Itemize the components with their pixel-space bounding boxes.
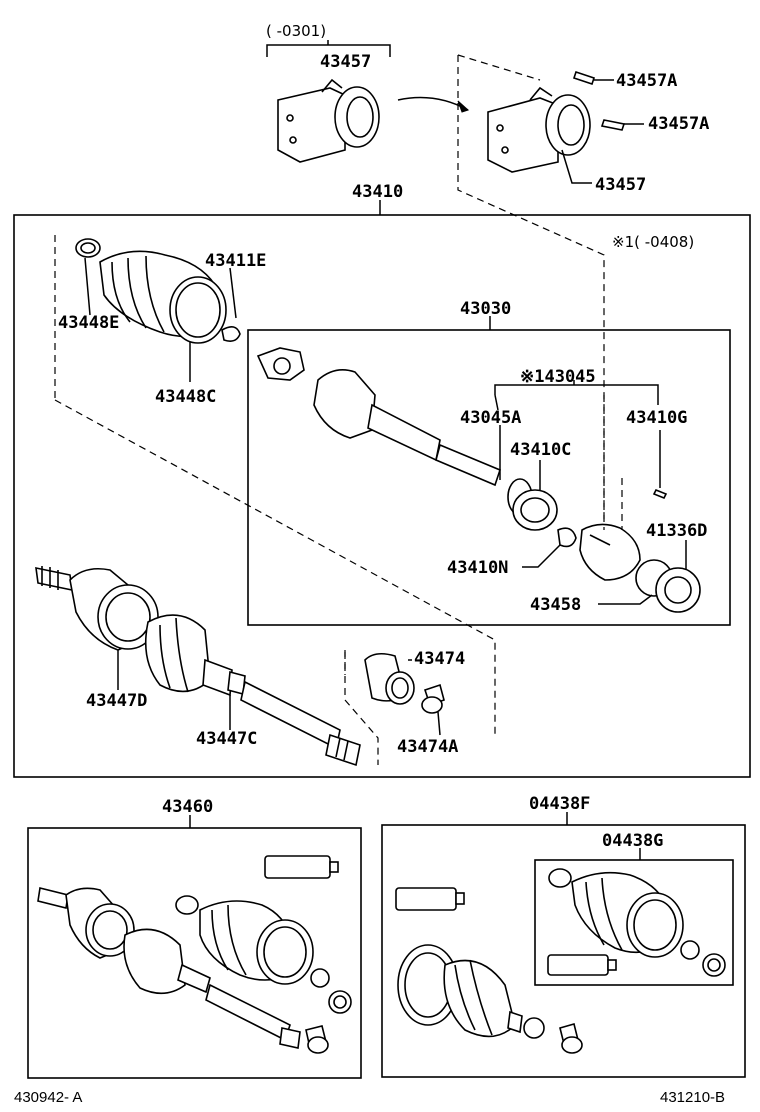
label-43457-date: ( -0301) <box>266 22 326 40</box>
frame-43460 <box>27 827 362 1079</box>
label-43410: 43410 <box>352 182 403 202</box>
drive-shaft-43410 <box>35 566 361 767</box>
label-43458: 43458 <box>530 595 581 615</box>
label-43411E: 43411E <box>205 251 266 271</box>
label-43448C: 43448C <box>155 387 216 407</box>
frame-43030 <box>247 329 731 626</box>
boot-kit-04438G <box>547 868 726 977</box>
label-43474A: 43474A <box>397 737 458 757</box>
label-04438G: 04438G <box>602 831 663 851</box>
label-43457A-2: 43457A <box>648 114 709 134</box>
footer-left-code: 430942- A <box>14 1089 82 1106</box>
boot-kit-04438F <box>395 887 583 1054</box>
footer-right-code: 431210-B <box>660 1089 725 1106</box>
label-43457-right: 43457 <box>595 175 646 195</box>
label-143045: ※143045 <box>520 367 596 387</box>
label-43030: 43030 <box>460 299 511 319</box>
frame-04438G <box>534 859 734 986</box>
label-note1: ※1( -0408) <box>612 233 694 251</box>
label-43410G: 43410G <box>626 408 687 428</box>
label-43474: 43474 <box>414 649 465 669</box>
label-43447D: 43447D <box>86 691 147 711</box>
label-04438F: 04438F <box>529 794 590 814</box>
label-43460: 43460 <box>162 797 213 817</box>
clamp-43474 <box>364 652 445 714</box>
label-43410N: 43410N <box>447 558 508 578</box>
inner-joint-43030 <box>256 347 701 613</box>
label-43447C: 43447C <box>196 729 257 749</box>
frame-43410 <box>13 214 751 778</box>
arrow-head-icon <box>457 100 469 113</box>
bracket-43457-right <box>487 70 626 173</box>
label-43457-top: 43457 <box>320 52 371 72</box>
bracket-43457-left <box>266 40 391 163</box>
label-43410C: 43410C <box>510 440 571 460</box>
boot-kit-43448 <box>75 238 241 344</box>
drive-shaft-43460 <box>37 855 352 1054</box>
frame-04438F <box>381 824 746 1078</box>
label-41336D: 41336D <box>646 521 707 541</box>
label-43448E: 43448E <box>58 313 119 333</box>
label-43045A: 43045A <box>460 408 521 428</box>
label-43457A-1: 43457A <box>616 71 677 91</box>
